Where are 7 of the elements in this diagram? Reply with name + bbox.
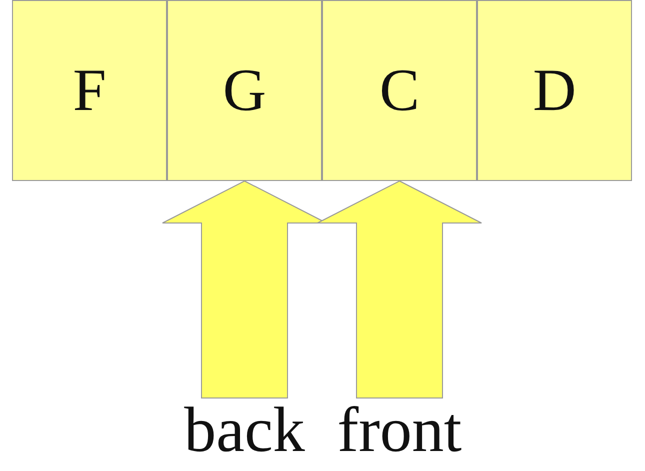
queue-cell: F	[12, 0, 167, 181]
queue-cell: G	[167, 0, 322, 181]
block-arrow	[317, 180, 482, 398]
pointer-label: back	[184, 398, 305, 462]
queue-cell: C	[322, 0, 477, 181]
pointer-label: front	[337, 398, 462, 462]
queue-cell: D	[477, 0, 632, 181]
